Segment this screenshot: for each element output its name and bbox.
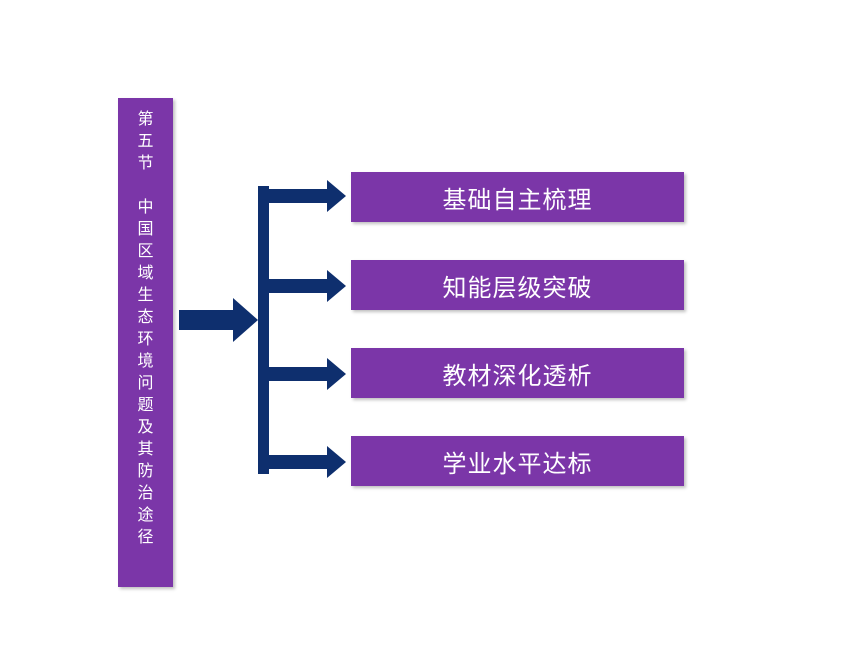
section-title-char: 其 — [137, 439, 154, 458]
section-label-char: 第 — [137, 109, 154, 128]
section-title-char: 区 — [137, 241, 154, 260]
item-label: 教材深化透析 — [442, 361, 593, 390]
section-title-bar: 第 五 节 中 国 区 域 生 态 环 境 问 题 及 其 防 治 途 径 — [118, 98, 173, 587]
item-box-2[interactable]: 知能层级突破 — [351, 260, 684, 310]
item-box-4[interactable]: 学业水平达标 — [351, 436, 684, 486]
section-label: 第 五 节 — [137, 108, 153, 174]
section-title-char: 问 — [137, 373, 154, 392]
section-title-char: 国 — [137, 219, 154, 238]
item-box-3[interactable]: 教材深化透析 — [351, 348, 684, 398]
section-title-char: 境 — [137, 351, 154, 370]
item-label: 学业水平达标 — [442, 449, 593, 478]
branch-arrow-1 — [268, 180, 346, 212]
section-title-char: 途 — [137, 505, 154, 524]
section-title-char: 防 — [137, 461, 154, 480]
section-label-char: 五 — [137, 131, 154, 150]
branch-arrow-3 — [268, 358, 346, 390]
section-title-char: 态 — [137, 307, 154, 326]
item-label: 基础自主梳理 — [442, 185, 593, 214]
section-title-char: 环 — [137, 329, 154, 348]
branch-arrow-2 — [268, 270, 346, 302]
section-title-char: 题 — [137, 395, 154, 414]
section-label-char: 节 — [137, 153, 154, 172]
section-title: 中 国 区 域 生 态 环 境 问 题 及 其 防 治 途 径 — [137, 196, 153, 548]
main-arrow — [179, 298, 258, 342]
branch-arrow-4 — [268, 446, 346, 478]
section-title-char: 及 — [137, 417, 154, 436]
bracket-line — [258, 186, 269, 474]
section-title-char: 生 — [137, 285, 154, 304]
item-box-1[interactable]: 基础自主梳理 — [351, 172, 684, 222]
section-title-char: 治 — [137, 483, 154, 502]
item-label: 知能层级突破 — [442, 273, 593, 302]
section-title-char: 中 — [137, 197, 154, 216]
section-title-char: 域 — [137, 263, 154, 282]
section-title-char: 径 — [137, 527, 154, 546]
